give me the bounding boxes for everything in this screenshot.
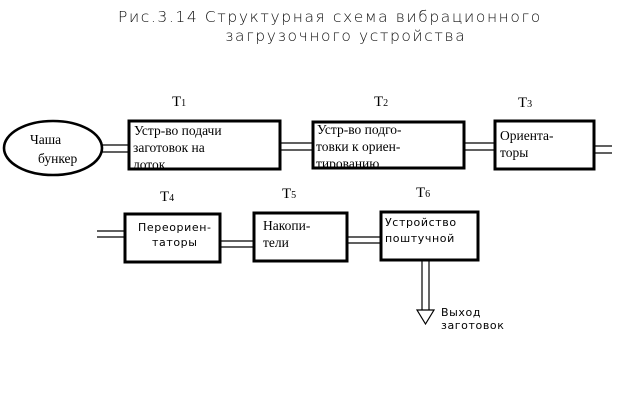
block-t1-text-line1: Устр-во подачи [134, 123, 222, 138]
diagram-title-line1: Рис.3.14 Структурная схема вибрационного [118, 8, 542, 26]
connector-t1-t2 [280, 142, 313, 151]
block-t5-text-line2: тели [263, 235, 289, 250]
connector-t4-t5 [220, 240, 254, 248]
block-t6-label: T6 [416, 185, 430, 201]
block-t5-rect [252, 211, 349, 263]
block-t3-text-line1: Ориента- [500, 128, 554, 143]
block-t4-rect [123, 212, 222, 264]
block-t3-rect [493, 119, 596, 171]
block-t6-text-line1: Устройство [385, 216, 457, 229]
block-t1-text-line3: лоток [133, 157, 166, 172]
source-label-line2: бункер [38, 151, 78, 166]
block-t2-label: T2 [374, 94, 388, 110]
block-t4-label: T4 [160, 189, 174, 205]
block-t4-text-line1: Переориен- [138, 221, 212, 234]
block-t4-text-line2: таторы [152, 236, 198, 249]
block-t2-text-line3: тированию [316, 156, 379, 171]
block-t2: T2 Устр-во подго- товки к ориен- тирован… [311, 94, 466, 171]
block-t5-text-line1: Накопи- [263, 218, 311, 233]
block-t1-text-line2: заготовок на [133, 140, 205, 155]
block-t1-rect [127, 119, 282, 171]
connector-t2-t3 [464, 142, 495, 151]
block-t6-text-line2: поштучной [385, 232, 455, 245]
block-t1-label: T1 [172, 94, 186, 110]
connector-t3-out [594, 145, 612, 154]
block-t3-label: T3 [518, 95, 532, 111]
output-label-line2: заготовок [441, 319, 505, 332]
block-t4: T4 Переориен- таторы [123, 189, 222, 264]
block-t6: T6 Устройство поштучной [379, 185, 480, 262]
connector-t5-t6 [347, 236, 381, 244]
source-bowl-bunker: Чаша бункер [2, 119, 104, 177]
output-arrow [415, 261, 436, 326]
source-ellipse [2, 119, 104, 177]
connector-in-t4 [97, 230, 125, 238]
output-label-line1: Выход [441, 306, 481, 319]
block-t1: T1 Устр-во подачи заготовок на лоток [127, 94, 282, 172]
output-arrow-head-icon [415, 309, 436, 326]
block-t5: T5 Накопи- тели [252, 186, 349, 263]
connector-source-t1 [102, 144, 129, 153]
diagram-title-line2: загрузочного устройства [225, 27, 466, 45]
block-t6-rect [379, 210, 480, 262]
block-t2-text-line2: товки к ориен- [316, 139, 401, 154]
block-t5-label: T5 [282, 186, 296, 202]
source-label-line1: Чаша [30, 132, 61, 147]
block-t3: T3 Ориента- торы [493, 95, 596, 171]
block-t2-text-line1: Устр-во подго- [317, 122, 402, 137]
block-t2-rect [311, 120, 466, 170]
block-t3-text-line2: торы [500, 145, 528, 160]
